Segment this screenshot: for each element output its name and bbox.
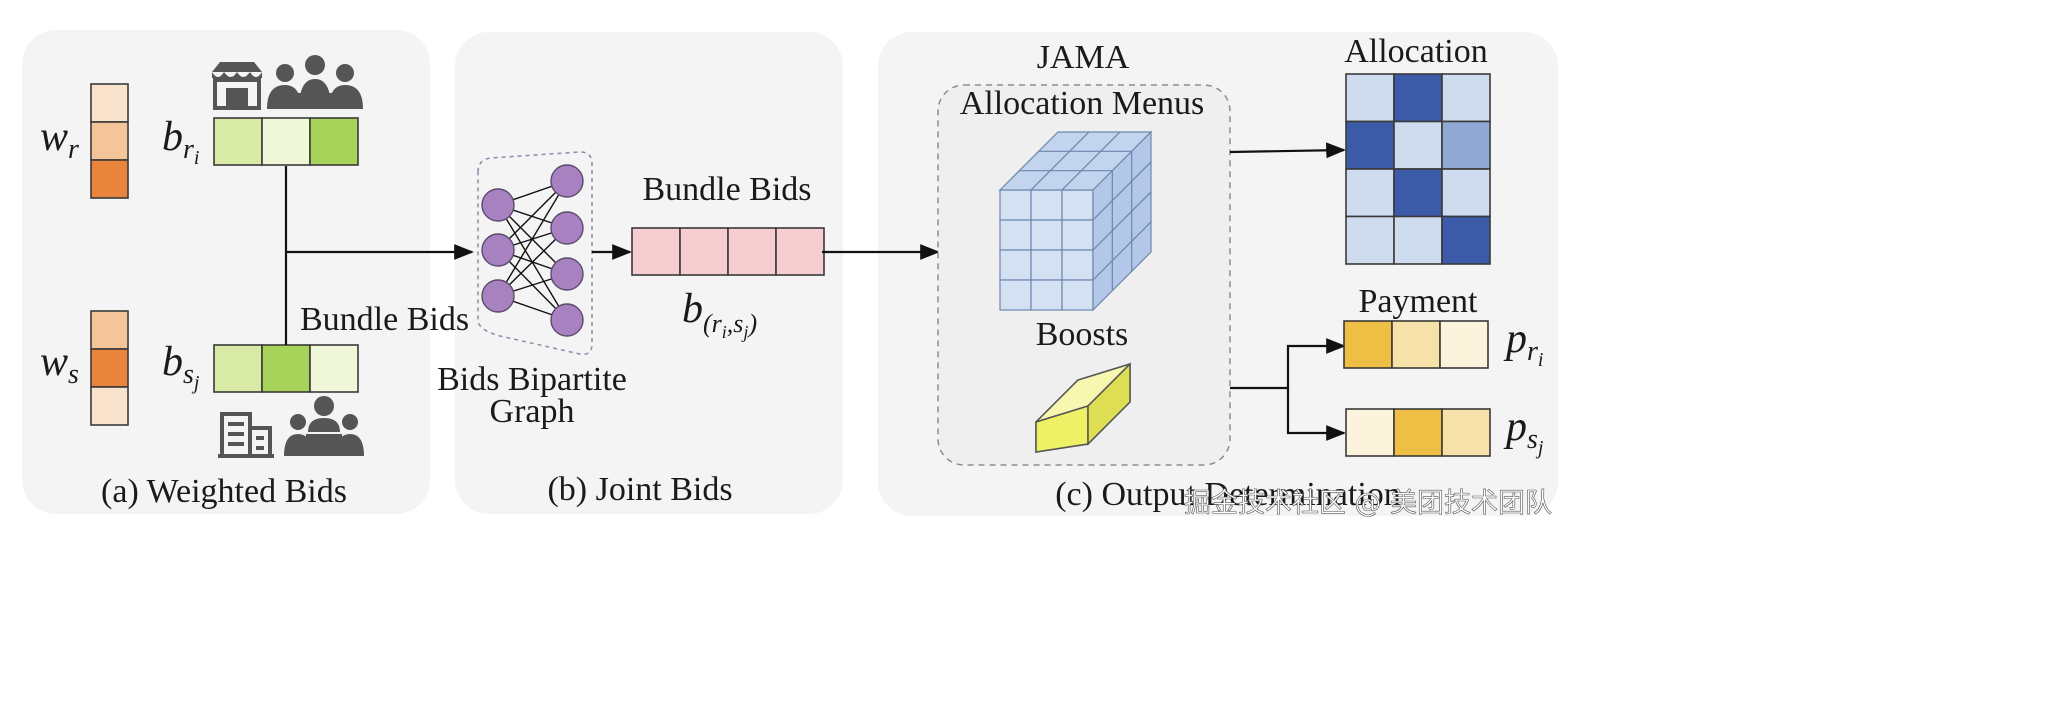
payment-sj-cell (1441, 408, 1491, 457)
w-s-cell (90, 310, 129, 350)
payment-ri-vector (1343, 320, 1489, 369)
w-s-cell (90, 348, 129, 388)
w-s-cell (90, 386, 129, 426)
b-sj-cell (309, 344, 359, 393)
joint-bid-cell (775, 227, 825, 276)
graph-node (550, 164, 584, 198)
w-r-cell (90, 83, 129, 123)
boosts-label: Boosts (1036, 316, 1129, 353)
graph-node (481, 279, 515, 313)
allocation-cell (1345, 120, 1395, 170)
graph-edge (497, 180, 568, 297)
cube-front-cell (1030, 249, 1063, 281)
w-r-label: wr (40, 114, 79, 165)
cube-front-cell (1030, 279, 1063, 311)
payment-sj-vector (1345, 408, 1491, 457)
arrow-to-payment-sj (1286, 388, 1346, 441)
allocation-cell (1393, 215, 1443, 265)
cube-front-cell (999, 219, 1032, 251)
joint-bid-cell (679, 227, 729, 276)
cube-front-cell (1061, 249, 1094, 281)
cube-front-cell (999, 279, 1032, 311)
payment-ri-cell (1391, 320, 1441, 369)
b-ri-cell (213, 117, 263, 166)
cube-front-cell (999, 249, 1032, 281)
graph-node (481, 188, 515, 222)
b-ri-cell (309, 117, 359, 166)
watermark: 掘金技术社区 @ 美团技术团队 (1184, 488, 1552, 519)
allocation-menus-label: Allocation Menus (960, 85, 1205, 122)
graph-label-line1: Bids Bipartite (437, 361, 627, 398)
payment-sj-cell (1393, 408, 1443, 457)
allocation-cell (1441, 215, 1491, 265)
graph-label-line2: Graph (490, 393, 575, 430)
b-ri-label: bri (162, 114, 199, 169)
allocation-cell (1393, 168, 1443, 218)
boosts-bar (1035, 362, 1131, 453)
joint-bid-cell (727, 227, 777, 276)
w-s-label: ws (40, 339, 79, 390)
bundle-bids-label-b: Bundle Bids (642, 171, 811, 208)
allocation-cell (1393, 120, 1443, 170)
allocation-title: Allocation (1344, 33, 1488, 70)
jama-title: JAMA (1037, 39, 1130, 76)
payment-sj-cell (1345, 408, 1395, 457)
allocation-cell (1345, 73, 1395, 123)
store-icon (212, 62, 262, 110)
w-r-vector (90, 83, 129, 199)
allocation-cell (1441, 168, 1491, 218)
caption-output-determination: (c) Output Determination (1055, 476, 1401, 513)
cube-front-cell (1030, 189, 1063, 221)
b-ri-vector (213, 117, 359, 166)
cube-front-cell (1061, 189, 1094, 221)
allocation-matrix (1345, 73, 1491, 265)
cube-front-cell (1061, 279, 1094, 311)
allocation-cell (1441, 120, 1491, 170)
caption-weighted-bids: (a) Weighted Bids (101, 473, 347, 510)
joint-bundle-vector (631, 227, 825, 276)
b-sj-cell (261, 344, 311, 393)
w-r-cell (90, 159, 129, 199)
arrow-to-allocation (1229, 142, 1346, 159)
bipartite-graph (481, 164, 584, 337)
group-icon (267, 55, 363, 109)
b-sj-cell (213, 344, 263, 393)
payment-ri-cell (1343, 320, 1393, 369)
allocation-cell (1441, 73, 1491, 123)
payment-ri-cell (1439, 320, 1489, 369)
team-icon (284, 396, 364, 456)
w-r-cell (90, 121, 129, 161)
joint-bid-cell (631, 227, 681, 276)
bundle-bids-label-a: Bundle Bids (300, 301, 469, 338)
cube-front-cell (1030, 219, 1063, 251)
cube-front-cell (1061, 219, 1094, 251)
graph-node (550, 257, 584, 291)
arrow-to-payment-ri (1230, 338, 1346, 390)
panel-weighted-bids (22, 30, 430, 514)
allocation-cell (1345, 215, 1395, 265)
allocation-cell (1345, 168, 1395, 218)
allocation-cell (1393, 73, 1443, 123)
p-sj-label: psj (1503, 404, 1544, 459)
graph-node (550, 303, 584, 337)
cube-front-cell (999, 189, 1032, 221)
b-sj-vector (213, 344, 359, 393)
b-ri-cell (261, 117, 311, 166)
graph-node (550, 211, 584, 245)
payment-title: Payment (1359, 283, 1479, 320)
w-s-vector (90, 310, 129, 426)
building-icon (218, 412, 274, 458)
b-joint-label: b(ri,sj) (682, 286, 757, 342)
graph-node (481, 233, 515, 267)
b-sj-label: bsj (162, 339, 200, 394)
p-ri-label: pri (1503, 316, 1543, 371)
caption-joint-bids: (b) Joint Bids (547, 471, 732, 508)
allocation-menus-cube (998, 130, 1153, 312)
